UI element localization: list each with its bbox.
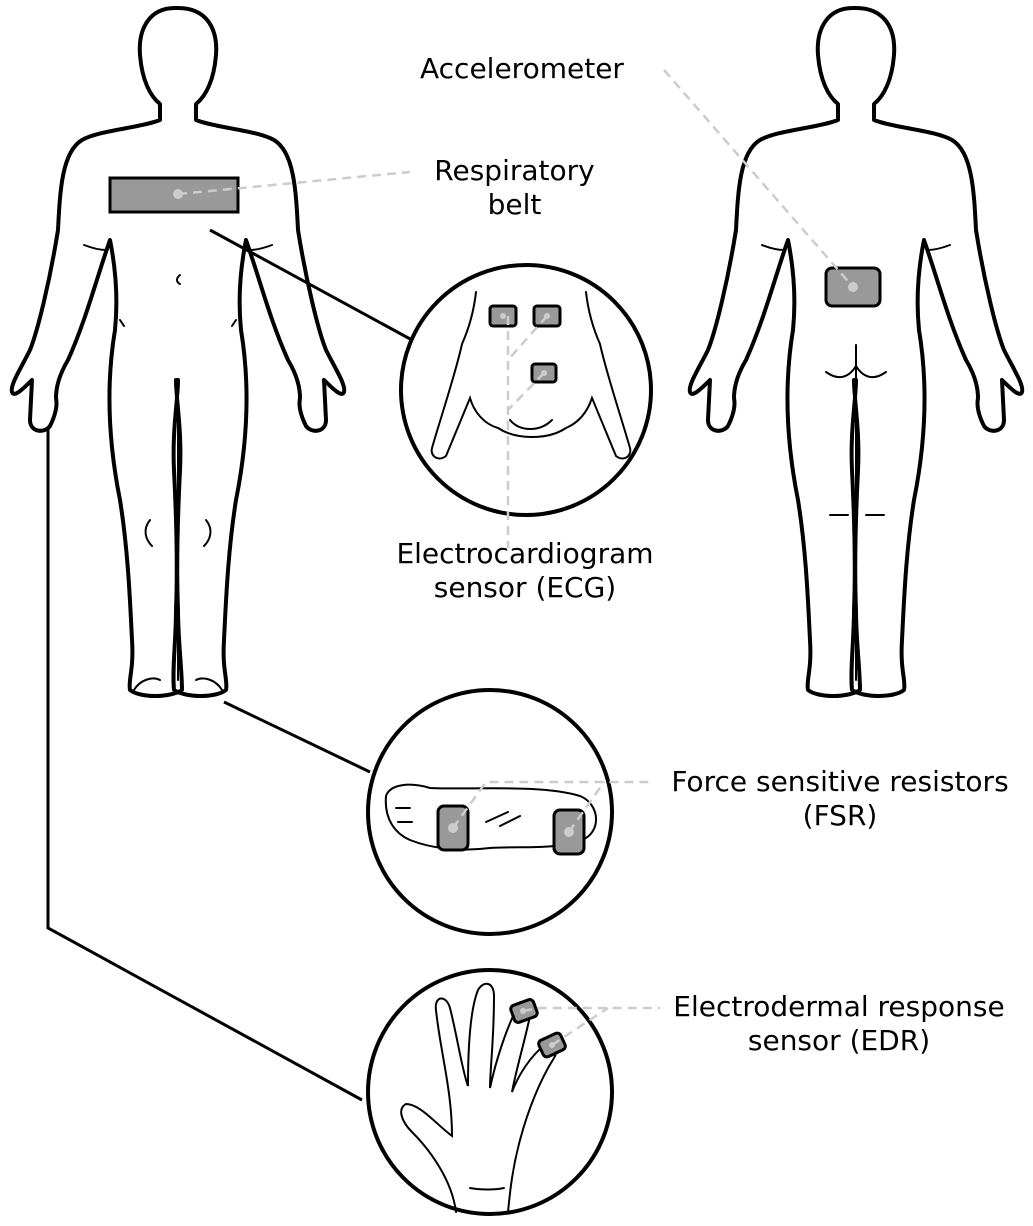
accelerometer-label: Accelerometer [420,52,624,86]
ecg-detail-circle [401,265,651,515]
respiratory-belt-label: Respiratory belt [412,154,617,222]
hand-detail-circle [368,970,612,1214]
front-body-figure [12,8,345,696]
back-body-figure [690,8,1023,696]
fsr-label: Force sensitive resistors (FSR) [651,765,1029,833]
edr-label: Electrodermal response sensor (EDR) [654,990,1024,1058]
foot-detail-circle [368,690,612,934]
ecg-label: Electrocardiogram sensor (ECG) [380,537,670,605]
